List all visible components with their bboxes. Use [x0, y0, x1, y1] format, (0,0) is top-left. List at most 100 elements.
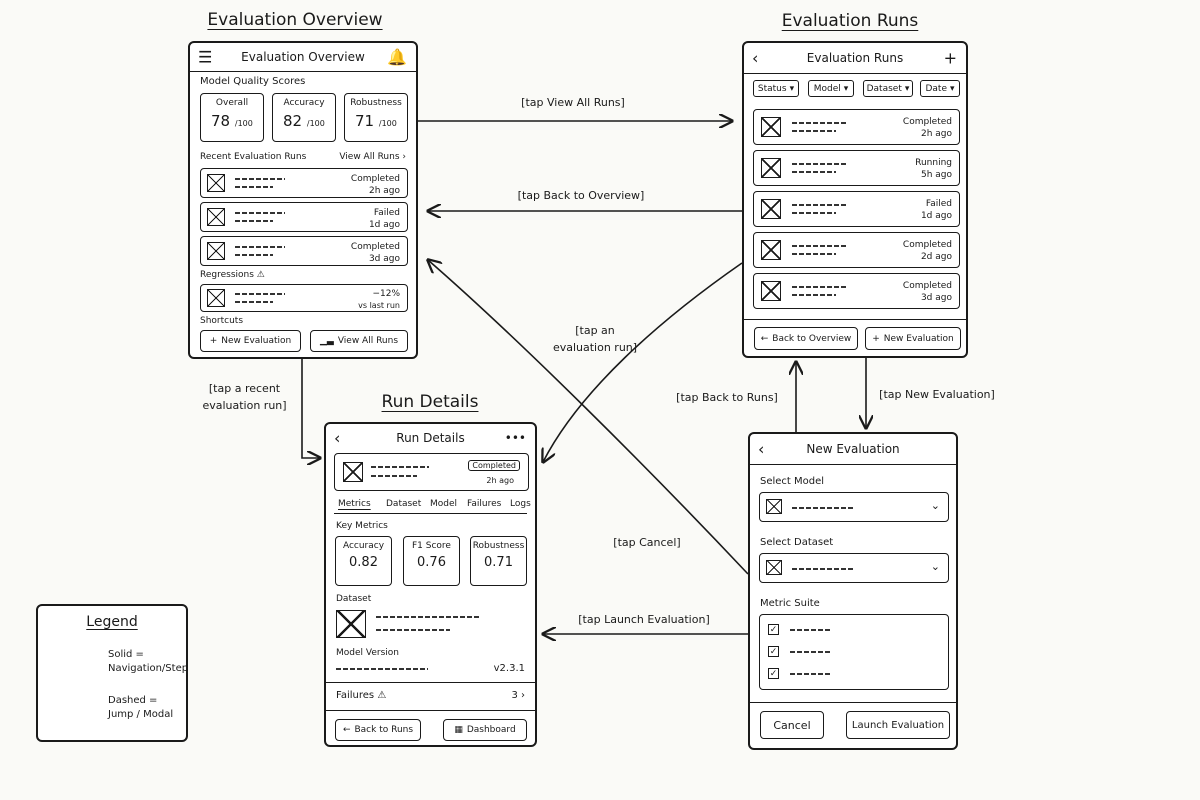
- tab-failures[interactable]: Failures: [467, 499, 502, 509]
- runs-title: Evaluation Runs: [781, 11, 919, 31]
- filter-model[interactable]: Model▾: [808, 80, 854, 97]
- run-time: 5h ago: [920, 170, 952, 180]
- image-placeholder-icon: [207, 174, 225, 192]
- run-time: 1d ago: [368, 220, 400, 230]
- filter-dataset[interactable]: Dataset▾: [863, 80, 913, 97]
- score-value: 78 /100: [211, 112, 253, 130]
- placeholder-text: [235, 246, 285, 248]
- checkbox-checked[interactable]: ✓: [768, 646, 779, 657]
- metric-value: 0.82: [349, 555, 378, 570]
- failures-count[interactable]: 3 ›: [511, 690, 525, 701]
- cancel-button[interactable]: Cancel: [760, 711, 824, 739]
- tab-logs[interactable]: Logs: [510, 499, 531, 509]
- back-to-runs-button[interactable]: ←Back to Runs: [335, 719, 421, 741]
- run-time: 2h ago: [486, 476, 514, 485]
- back-to-overview-button[interactable]: ←Back to Overview: [754, 327, 858, 350]
- placeholder-text: [371, 475, 417, 477]
- view-all-runs-link[interactable]: View All Runs ›: [339, 152, 406, 162]
- image-placeholder-icon: [207, 242, 225, 260]
- filter-label: Dataset: [866, 83, 902, 94]
- tab-model[interactable]: Model: [430, 499, 458, 509]
- back-to-overview-label: Back to Overview: [772, 333, 852, 344]
- back-chevron-icon[interactable]: ‹: [334, 428, 341, 448]
- menu-icon[interactable]: ☰: [198, 47, 213, 67]
- regressions-label: Regressions: [200, 270, 254, 280]
- placeholder-text: [792, 204, 848, 206]
- run-time: 2d ago: [920, 252, 952, 262]
- image-placeholder-icon: [766, 499, 782, 514]
- label-line: evaluation run]: [202, 399, 287, 412]
- details-screen: ‹ Run Details ••• Completed 2h ago Metri…: [324, 422, 537, 747]
- new-evaluation-screen: ‹ New Evaluation Select Model ⌄ Select D…: [748, 432, 958, 750]
- placeholder-text: [371, 466, 429, 468]
- placeholder-text: [235, 186, 273, 188]
- new-evaluation-button[interactable]: +New Evaluation: [865, 327, 961, 350]
- metric-suite-label: Metric Suite: [760, 598, 820, 609]
- select-dataset-dropdown[interactable]: ⌄: [759, 553, 949, 583]
- failures-row[interactable]: Failures ⚠: [336, 690, 386, 701]
- chevron-down-icon: ⌄: [930, 560, 940, 573]
- warning-icon: ⚠: [256, 270, 265, 280]
- new-evaluation-button[interactable]: +New Evaluation: [200, 330, 301, 352]
- metric-value: 0.76: [417, 555, 446, 570]
- label-back-to-runs: [tap Back to Runs]: [676, 391, 778, 404]
- run-status-label: Completed: [350, 242, 400, 252]
- placeholder-text: [336, 668, 428, 670]
- tab-metrics[interactable]: Metrics: [338, 499, 371, 509]
- image-placeholder-icon: [761, 240, 781, 260]
- select-model-dropdown[interactable]: ⌄: [759, 492, 949, 522]
- run-time: 3d ago: [368, 254, 400, 264]
- metric-value: 0.71: [484, 555, 513, 570]
- key-metrics-heading: Key Metrics: [336, 521, 388, 531]
- tab-dataset[interactable]: Dataset: [386, 499, 422, 509]
- metric-card: F1 Score 0.76: [403, 536, 460, 586]
- dashboard-label: Dashboard: [466, 725, 516, 735]
- chevron-down-icon: ⌄: [930, 499, 940, 512]
- filter-label: Date: [925, 83, 947, 94]
- regression-row[interactable]: −12%vs last run: [200, 284, 408, 312]
- failures-label: Failures: [336, 690, 375, 701]
- launch-evaluation-button[interactable]: Launch Evaluation: [846, 711, 950, 739]
- placeholder-text: [792, 286, 848, 288]
- label-view-all-runs: [tap View All Runs]: [521, 96, 625, 109]
- more-options-icon[interactable]: •••: [504, 431, 526, 445]
- arrow-cancel: [428, 260, 749, 575]
- new-evaluation-label: New Evaluation: [221, 336, 292, 346]
- dashboard-button[interactable]: ▦Dashboard: [443, 719, 527, 741]
- runs-screen: ‹ Evaluation Runs + Status▾ Model▾ Datas…: [742, 41, 968, 358]
- recent-run-row[interactable]: Completed 3d ago: [200, 236, 408, 266]
- plus-icon[interactable]: +: [943, 48, 957, 68]
- placeholder-text: [792, 253, 836, 255]
- status-badge: Completed: [468, 460, 520, 471]
- score-max: /100: [234, 119, 253, 128]
- bell-icon[interactable]: 🔔: [387, 47, 407, 67]
- back-chevron-icon[interactable]: ‹: [758, 439, 765, 459]
- caret-down-icon: ▾: [789, 83, 795, 94]
- placeholder-text: [792, 130, 836, 132]
- checkbox-checked[interactable]: ✓: [768, 668, 779, 679]
- view-all-runs-button-label: View All Runs: [337, 336, 399, 346]
- label-line: [tap a recent: [208, 382, 281, 395]
- filter-date[interactable]: Date▾: [920, 80, 960, 97]
- run-summary-card: Completed 2h ago: [334, 453, 529, 491]
- back-chevron-icon[interactable]: ‹: [752, 48, 759, 68]
- arrow-tap-evaluation-run: [543, 262, 743, 462]
- label-back-to-overview: [tap Back to Overview]: [517, 189, 645, 202]
- new-evaluation-header: ‹ New Evaluation: [750, 434, 956, 465]
- placeholder-text: [792, 568, 854, 570]
- chevron-right-icon: ›: [402, 152, 406, 162]
- placeholder-text: [235, 178, 285, 180]
- filter-status[interactable]: Status▾: [753, 80, 799, 97]
- runs-footer-divider: [744, 319, 966, 320]
- view-all-runs-button[interactable]: ▁▃View All Runs: [310, 330, 408, 352]
- checkbox-checked[interactable]: ✓: [768, 624, 779, 635]
